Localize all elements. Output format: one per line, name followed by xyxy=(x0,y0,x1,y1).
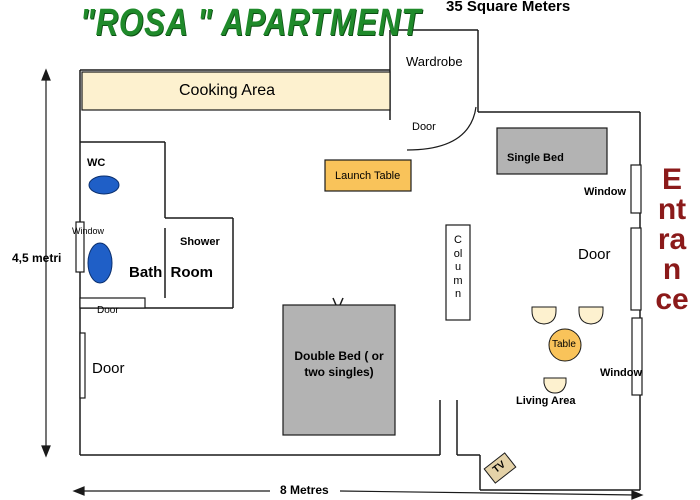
wardrobe-door-swing xyxy=(406,106,477,151)
cooking-area-counter xyxy=(81,71,391,111)
bath-door-label: Door xyxy=(97,305,119,316)
single-bed-label: Single Bed xyxy=(507,152,564,164)
bath-window xyxy=(75,221,85,273)
launch-table-label: Launch Table xyxy=(335,170,401,182)
entrance-label: Entrance xyxy=(655,163,689,316)
right-door xyxy=(630,227,642,311)
height-label: 4,5 metri xyxy=(12,251,62,265)
width-label: 8 Metres xyxy=(280,483,329,497)
wardrobe-door-label: Door xyxy=(412,121,436,133)
bath-window-label: Window xyxy=(72,226,105,236)
wc-label: WC xyxy=(87,157,106,169)
tv-shape xyxy=(483,452,517,484)
right-window-bottom-label: Window xyxy=(600,367,643,379)
living-chair-3 xyxy=(543,377,567,394)
shower-label: Shower xyxy=(180,236,220,248)
right-window-bottom xyxy=(631,317,643,396)
column-shape xyxy=(445,224,471,321)
area-label: 35 Square Meters xyxy=(446,0,571,15)
dimension-width-arrow xyxy=(72,486,644,500)
single-bed-shape xyxy=(496,127,608,175)
double-bed-label: Double Bed ( or two singles) xyxy=(294,349,384,379)
dimension-height-arrow xyxy=(41,68,51,458)
wc-fixture xyxy=(88,175,120,195)
launch-table-shape xyxy=(324,159,412,192)
bath-room-label: Bath Room xyxy=(129,264,213,281)
double-bed-shape xyxy=(282,304,396,436)
left-door-label: Door xyxy=(92,360,125,377)
cooking-area-label: Cooking Area xyxy=(179,82,276,99)
table-label: Table xyxy=(552,339,576,350)
right-window-top xyxy=(630,164,642,214)
left-door xyxy=(79,332,86,399)
bath-sink xyxy=(87,242,113,284)
living-table-shape xyxy=(548,328,582,362)
column-label: Column xyxy=(453,234,463,300)
living-area-label: Living Area xyxy=(516,395,576,407)
living-chair-2 xyxy=(578,306,604,325)
walls xyxy=(79,29,641,491)
living-chair-1 xyxy=(531,306,557,325)
right-door-label: Door xyxy=(578,246,611,263)
bath-door xyxy=(79,297,146,309)
page-title: "ROSA " APARTMENT xyxy=(80,2,422,44)
wardrobe-label: Wardrobe xyxy=(406,54,463,69)
right-window-top-label: Window xyxy=(584,186,627,198)
